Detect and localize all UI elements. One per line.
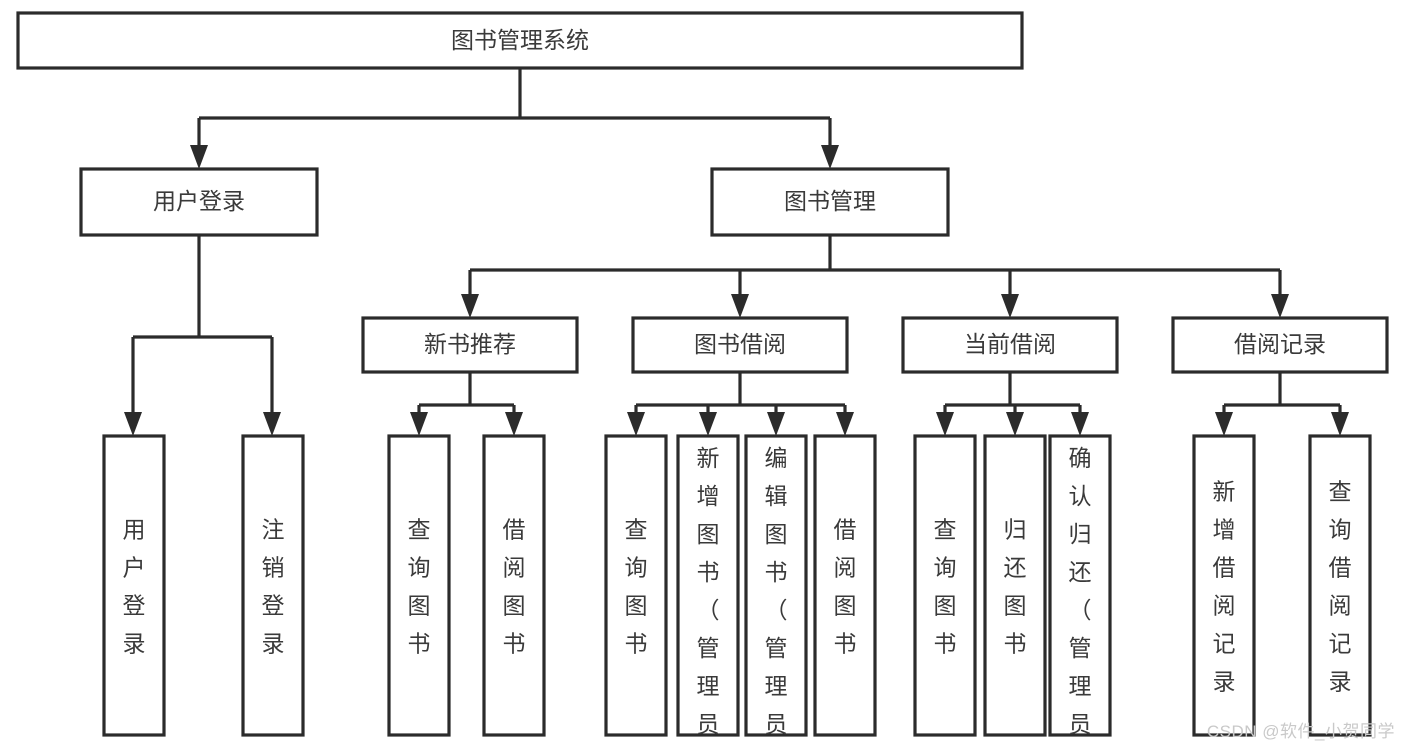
node-leaf-user-login-label: 用户登录 bbox=[123, 517, 146, 657]
node-root[interactable]: 图书管理系统 bbox=[16, 11, 1024, 70]
node-current-borrow-label: 当前借阅 bbox=[964, 331, 1056, 357]
arrow-head-icon bbox=[1001, 294, 1019, 318]
node-leaf-user-login-box[interactable] bbox=[102, 434, 166, 737]
connector-group-root bbox=[190, 68, 839, 169]
arrow-head-icon bbox=[505, 412, 523, 436]
node-leaf-add-book-label: 新增图书（管理员） bbox=[697, 445, 720, 747]
node-root-label: 图书管理系统 bbox=[451, 27, 589, 53]
arrow-head-icon bbox=[821, 145, 839, 169]
node-user-login-label: 用户登录 bbox=[153, 188, 245, 214]
node-leaf-return-book-box[interactable] bbox=[983, 434, 1047, 737]
arrow-head-icon bbox=[1071, 412, 1089, 436]
arrow-head-icon bbox=[1271, 294, 1289, 318]
arrow-head-icon bbox=[731, 294, 749, 318]
node-leaf-query-book-2-box[interactable] bbox=[604, 434, 668, 737]
node-leaf-add-book[interactable]: 新增图书（管理员） bbox=[676, 434, 740, 747]
arrow-head-icon bbox=[699, 412, 717, 436]
node-leaf-query-book-2[interactable]: 查询图书 bbox=[604, 434, 668, 737]
node-borrow-record-box[interactable] bbox=[1171, 316, 1389, 374]
node-book-manage-label: 图书管理 bbox=[784, 188, 876, 214]
arrow-head-icon bbox=[1215, 412, 1233, 436]
node-leaf-add-record-box[interactable] bbox=[1192, 434, 1256, 737]
connector-group-borrow-record bbox=[1215, 372, 1349, 436]
node-leaf-user-logout-box[interactable] bbox=[241, 434, 305, 737]
node-leaf-user-login[interactable]: 用户登录 bbox=[102, 434, 166, 737]
node-new-book-rec[interactable]: 新书推荐 bbox=[361, 316, 579, 374]
node-leaf-query-book-1[interactable]: 查询图书 bbox=[387, 434, 451, 737]
node-user-login-box[interactable] bbox=[79, 167, 319, 237]
node-leaf-user-logout-label: 注销登录 bbox=[262, 517, 285, 657]
node-leaf-add-record[interactable]: 新增借阅记录 bbox=[1192, 434, 1256, 737]
node-leaf-query-book-3[interactable]: 查询图书 bbox=[913, 434, 977, 737]
arrow-head-icon bbox=[190, 145, 208, 169]
connector-group-book-borrow bbox=[627, 372, 854, 436]
node-leaf-confirm-return-box[interactable] bbox=[1048, 434, 1112, 737]
node-leaf-return-book[interactable]: 归还图书 bbox=[983, 434, 1047, 737]
arrow-head-icon bbox=[461, 294, 479, 318]
node-leaf-edit-book-box[interactable] bbox=[744, 434, 808, 737]
node-borrow-record[interactable]: 借阅记录 bbox=[1171, 316, 1389, 374]
node-leaf-edit-book[interactable]: 编辑图书（管理员） bbox=[744, 434, 808, 747]
node-book-borrow-label: 图书借阅 bbox=[694, 331, 786, 357]
arrow-head-icon bbox=[627, 412, 645, 436]
node-leaf-query-book-1-box[interactable] bbox=[387, 434, 451, 737]
node-leaf-borrow-book-1-box[interactable] bbox=[482, 434, 546, 737]
node-leaf-add-record-label: 新增借阅记录 bbox=[1213, 479, 1236, 695]
arrow-head-icon bbox=[124, 412, 142, 436]
node-leaf-borrow-book-1[interactable]: 借阅图书 bbox=[482, 434, 546, 737]
arrow-head-icon bbox=[836, 412, 854, 436]
node-leaf-query-book-3-box[interactable] bbox=[913, 434, 977, 737]
node-leaf-edit-book-label: 编辑图书（管理员） bbox=[765, 445, 788, 747]
node-leaf-borrow-book-2-box[interactable] bbox=[813, 434, 877, 737]
node-leaf-query-record-label: 查询借阅记录 bbox=[1329, 479, 1352, 695]
node-leaf-user-logout[interactable]: 注销登录 bbox=[241, 434, 305, 737]
node-leaf-add-book-box[interactable] bbox=[676, 434, 740, 737]
connector-group-user-login bbox=[124, 235, 281, 436]
node-leaf-borrow-book-1-label: 借阅图书 bbox=[503, 517, 526, 657]
node-new-book-rec-label: 新书推荐 bbox=[424, 331, 516, 357]
node-current-borrow-box[interactable] bbox=[901, 316, 1119, 374]
node-new-book-rec-box[interactable] bbox=[361, 316, 579, 374]
node-leaf-borrow-book-2-label: 借阅图书 bbox=[834, 517, 857, 657]
arrow-head-icon bbox=[767, 412, 785, 436]
node-leaf-query-book-1-label: 查询图书 bbox=[408, 517, 431, 657]
node-book-manage-box[interactable] bbox=[710, 167, 950, 237]
connector-group-current-borrow bbox=[936, 372, 1089, 436]
node-user-login[interactable]: 用户登录 bbox=[79, 167, 319, 237]
csdn-watermark: CSDN @软件_小贺同学 bbox=[1206, 722, 1395, 741]
arrow-head-icon bbox=[1331, 412, 1349, 436]
node-current-borrow[interactable]: 当前借阅 bbox=[901, 316, 1119, 374]
node-root-box[interactable] bbox=[16, 11, 1024, 70]
node-borrow-record-label: 借阅记录 bbox=[1234, 331, 1326, 357]
node-book-manage[interactable]: 图书管理 bbox=[710, 167, 950, 237]
node-book-borrow[interactable]: 图书借阅 bbox=[631, 316, 849, 374]
arrow-head-icon bbox=[936, 412, 954, 436]
node-leaf-borrow-book-2[interactable]: 借阅图书 bbox=[813, 434, 877, 737]
leaf-node-layer: 用户登录 注销登录 查询图书 借阅图书 查询图书 新增图书（管理员） 编辑图书（管理员） 借阅… bbox=[102, 434, 1372, 747]
node-leaf-query-book-2-label: 查询图书 bbox=[625, 517, 648, 657]
node-leaf-query-record-box[interactable] bbox=[1308, 434, 1372, 737]
node-leaf-return-book-label: 归还图书 bbox=[1004, 517, 1027, 657]
node-leaf-confirm-return[interactable]: 确认归还（管理员） bbox=[1048, 434, 1112, 747]
arrow-head-icon bbox=[1006, 412, 1024, 436]
node-book-borrow-box[interactable] bbox=[631, 316, 849, 374]
connector-group-book-manage bbox=[461, 235, 1289, 318]
arrow-head-icon bbox=[410, 412, 428, 436]
node-leaf-query-record[interactable]: 查询借阅记录 bbox=[1308, 434, 1372, 737]
connector-group-new-book-rec bbox=[410, 372, 523, 436]
node-leaf-confirm-return-label: 确认归还（管理员） bbox=[1069, 445, 1092, 747]
node-leaf-query-book-3-label: 查询图书 bbox=[934, 517, 957, 657]
arrow-head-icon bbox=[263, 412, 281, 436]
